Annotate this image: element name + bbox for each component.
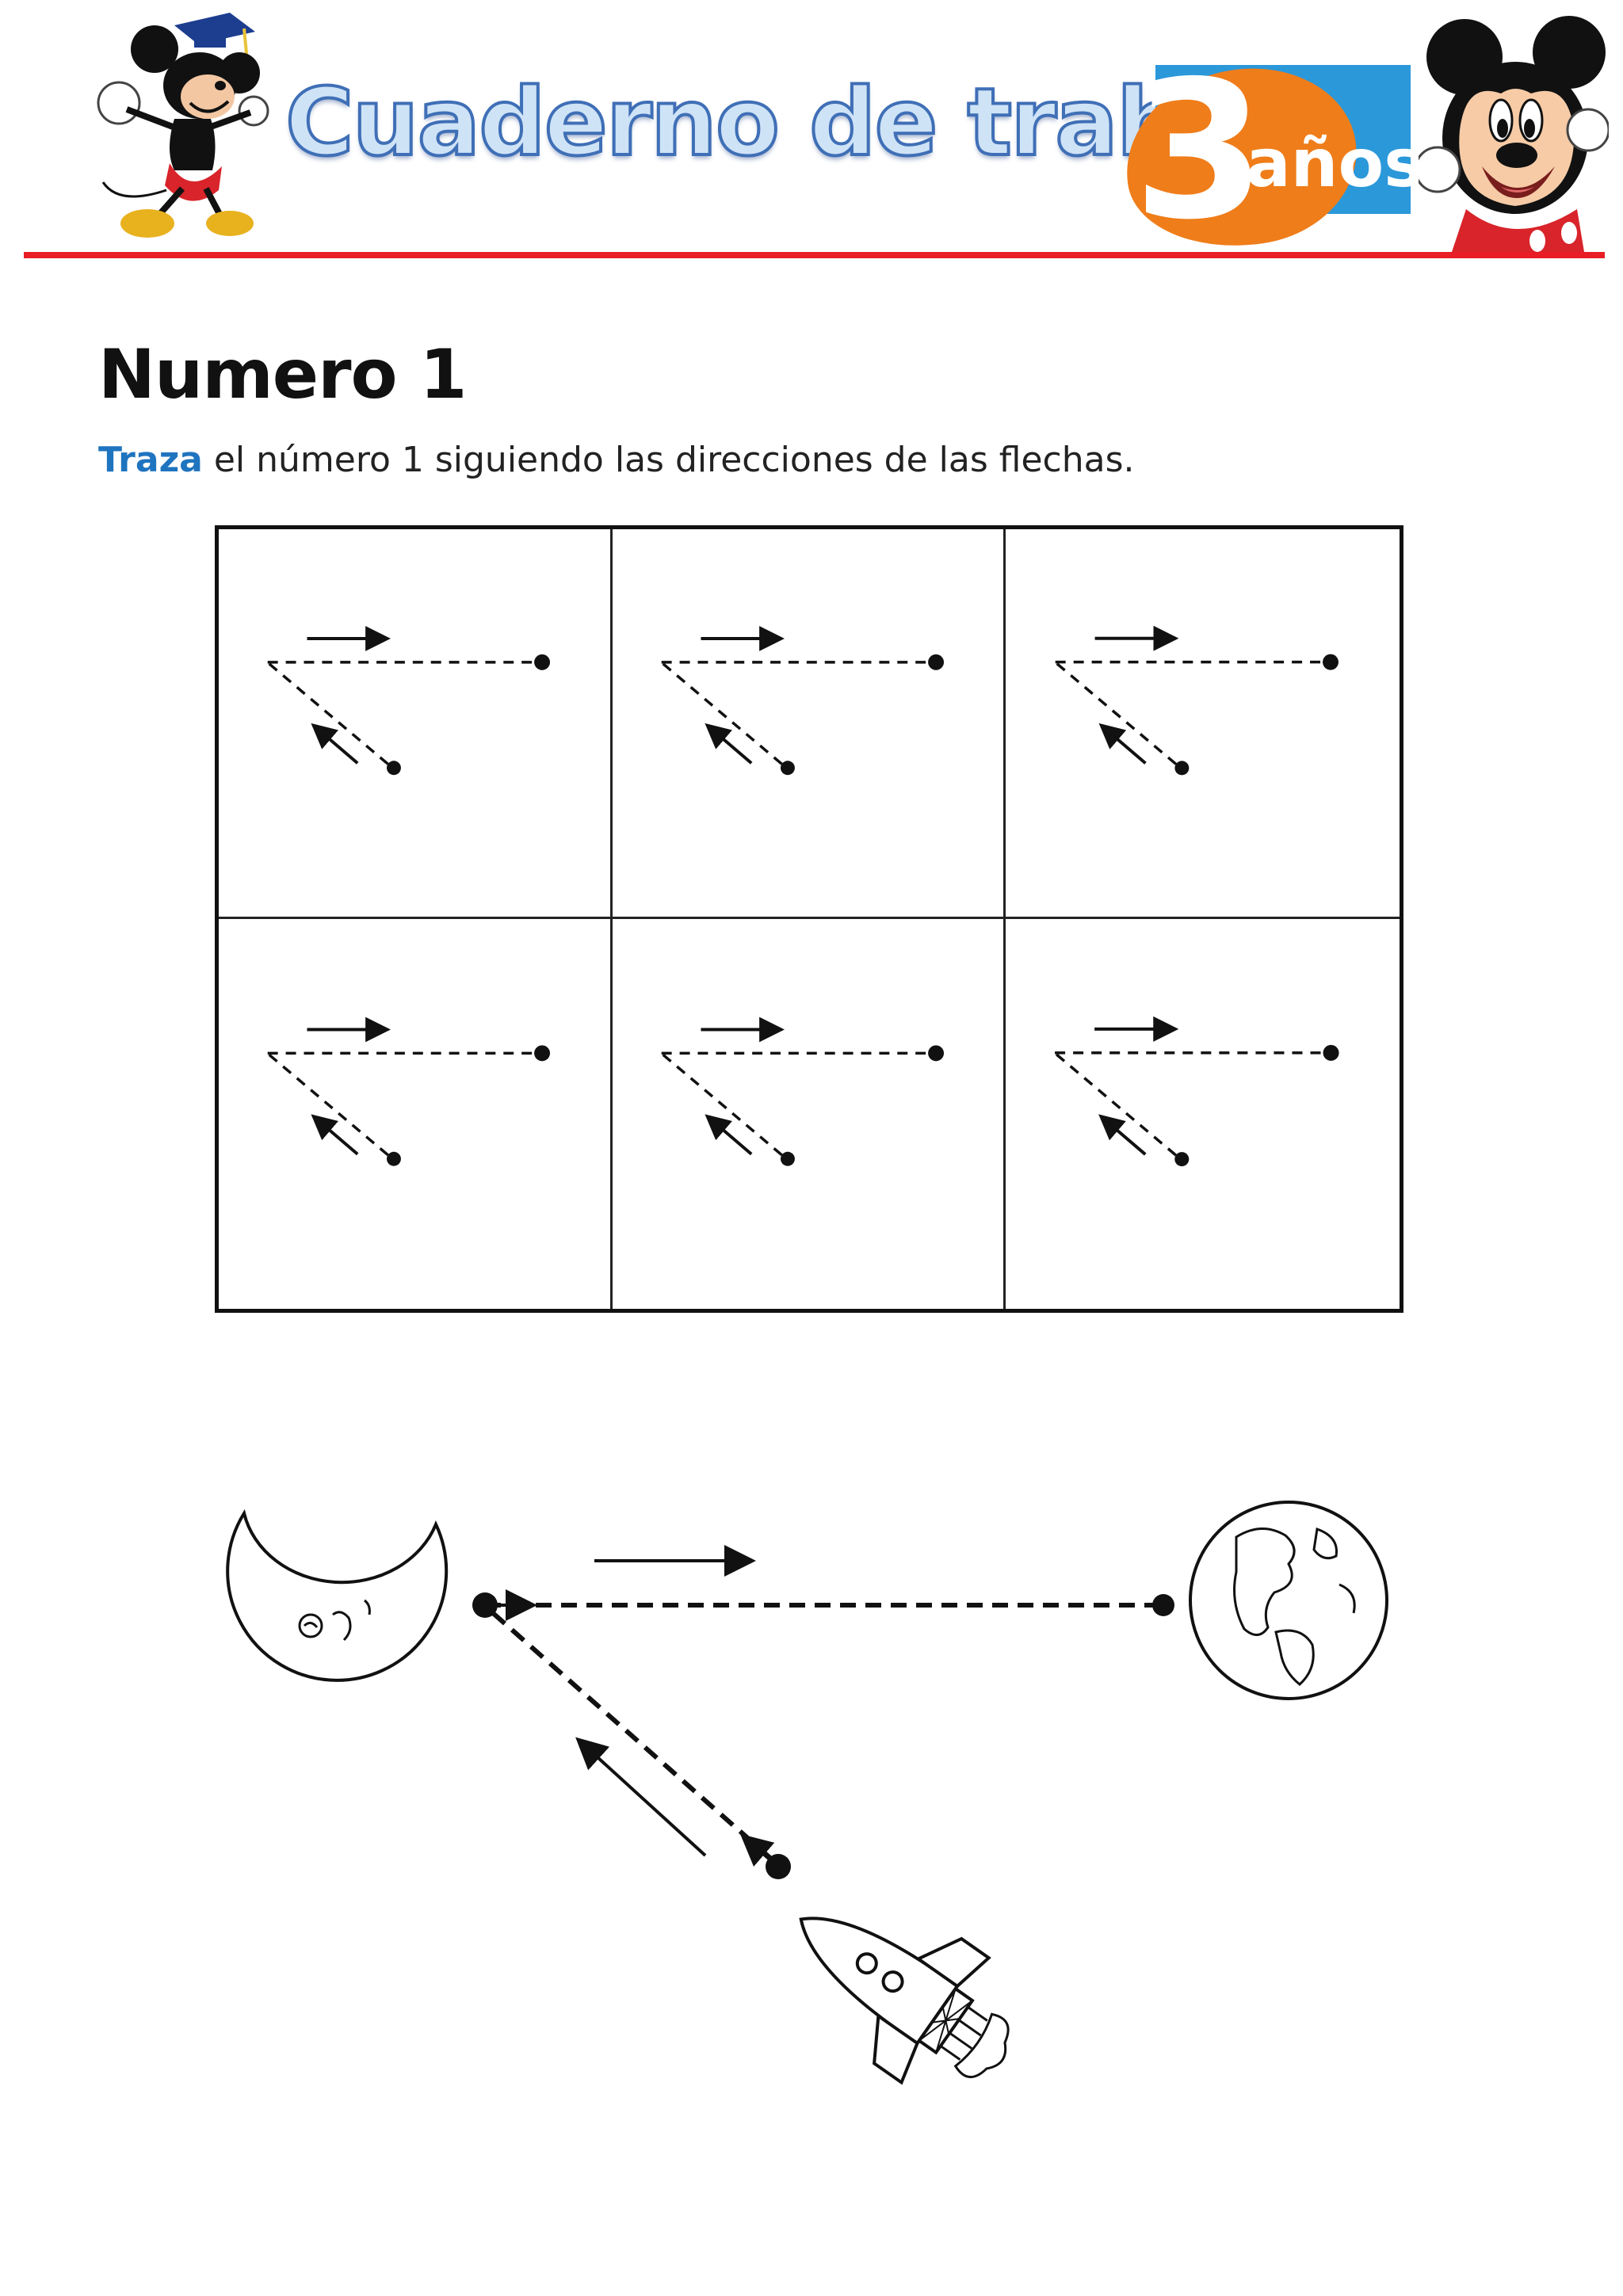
end-dot-icon — [1152, 1594, 1174, 1616]
mickey-graduate-icon — [97, 13, 269, 238]
tracing-cell — [219, 919, 613, 1309]
end-dot-icon — [1323, 1044, 1339, 1061]
arrow-up-left-icon — [705, 723, 753, 765]
arrow-up-left-icon — [311, 1114, 359, 1156]
arrow-up-left-icon — [705, 1114, 753, 1156]
end-dot-icon — [1323, 654, 1339, 670]
mickey-face-icon — [1419, 16, 1609, 257]
number-one-trace-guide — [267, 1016, 551, 1166]
start-dot-icon — [1174, 1152, 1190, 1167]
number-one-trace-guide — [661, 626, 944, 776]
end-dot-icon — [534, 1045, 551, 1062]
earth-globe-icon — [1189, 1501, 1388, 1700]
start-dot-icon — [780, 1151, 795, 1166]
arrow-up-left-icon — [575, 1737, 707, 1857]
instruction-text: Traza el número 1 siguiendo las direccio… — [98, 440, 1135, 482]
start-dot-icon — [386, 1151, 401, 1166]
tracing-cell — [1006, 919, 1400, 1309]
worksheet-header: Cuaderno de trabajo 3 años — [0, 0, 1623, 261]
start-dot-icon — [1174, 761, 1190, 776]
number-one-trace-guide — [267, 626, 551, 776]
tracing-cell — [219, 529, 613, 919]
age-word: años — [1246, 124, 1424, 202]
instruction-body: el número 1 siguiendo las direcciones de… — [202, 440, 1135, 480]
end-dot-icon — [927, 654, 944, 670]
page-title: Numero 1 — [98, 335, 467, 414]
start-dot-icon — [472, 1592, 498, 1618]
number-one-trace-guide — [1056, 625, 1339, 776]
tracing-practice-grid — [215, 525, 1403, 1313]
arrow-up-left-icon — [1098, 723, 1148, 765]
age-badge: 3 años — [1113, 54, 1423, 261]
instruction-keyword: Traza — [98, 440, 203, 480]
age-number: 3 — [1133, 40, 1266, 261]
arrow-up-left-icon — [311, 723, 359, 765]
end-dot-icon — [534, 654, 551, 670]
number-one-trace-guide — [1055, 1016, 1339, 1167]
rocket-icon — [799, 1917, 1010, 2085]
tracing-cell — [1006, 529, 1400, 919]
start-dot-icon — [386, 761, 401, 776]
end-dot-icon — [927, 1045, 944, 1062]
start-dot-icon — [780, 761, 795, 776]
number-one-trace-guide — [661, 1016, 944, 1166]
tracing-cell — [613, 919, 1006, 1309]
space-tracing-scene — [226, 1501, 1388, 2085]
header-divider — [24, 252, 1605, 258]
tracing-cell — [612, 529, 1006, 919]
arrow-up-left-icon — [1098, 1114, 1147, 1156]
crescent-moon-icon — [226, 1508, 449, 1682]
